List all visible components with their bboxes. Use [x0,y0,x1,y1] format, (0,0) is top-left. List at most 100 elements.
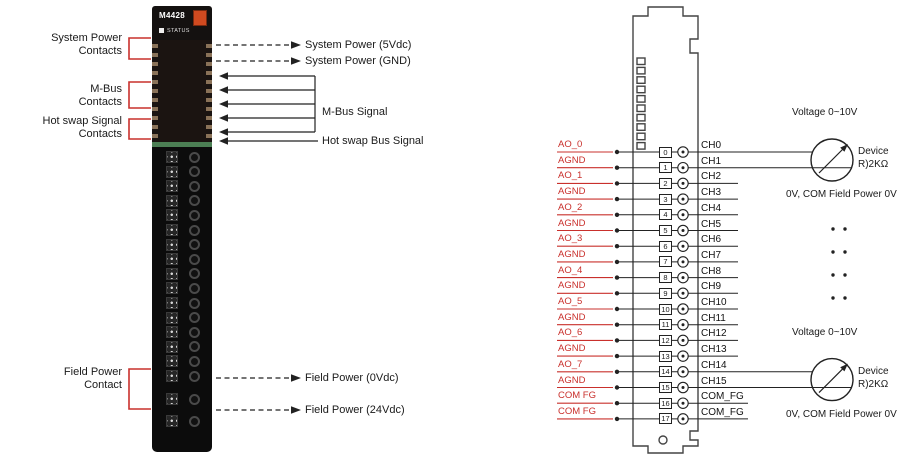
terminal-screw-center [681,197,685,201]
terminal-channel-label: CH2 [701,171,722,183]
terminal-signal-label: AO_7 [558,358,583,370]
module-io-connector [166,267,178,280]
wire-junction-dot [614,353,620,359]
module-io-ring [189,355,200,367]
callout-line: M-Bus [90,83,122,95]
terminal-screw-center [681,401,685,405]
callout-line: Contacts [78,45,122,57]
bracket-field-power-contact [128,368,151,410]
module-bus-section [152,40,212,142]
module-io-connector [166,370,178,382]
terminal-pin-number: 3 [659,193,672,205]
hotswap-signal-arrow [219,137,318,145]
terminal-signal-label: COM FG [558,405,596,417]
terminal-screw-center [681,244,685,248]
module-io-connector [166,297,178,309]
connector-bus-contact [636,113,646,122]
label-field-power-0v: Field Power (0Vdc) [305,372,399,384]
continuation-dots [831,227,847,300]
arrow-system-power-5v [216,41,301,49]
terminal-pin-number: 13 [659,350,672,362]
connector-bus-contact [636,123,646,132]
device-symbol-2 [810,357,854,402]
wire-junction-dot [614,275,620,280]
device2-voltage-label: Voltage 0~10V [792,327,858,338]
module-model-label: M4428 [159,11,185,20]
arrow-field-power-24v [216,406,301,414]
module-io-ring [189,415,200,427]
terminal-channel-label: CH5 [701,218,722,230]
callout-line: Contacts [78,96,122,108]
label-hotswap-signal: Hot swap Bus Signal [322,135,424,147]
wire-junction-dot [614,181,620,186]
module-io-ring [189,370,200,382]
terminal-pin-number: 14 [659,366,672,378]
terminal-signal-label: AGND [558,217,586,229]
terminal-signal-label: AO_6 [558,327,583,339]
terminal-screw-center [681,166,685,170]
module-io-ring [189,268,200,280]
connector-bus-contact [636,141,646,150]
module-io-connector [166,311,178,324]
module-bus-contacts-left [152,44,158,138]
terminal-signal-label: AO_0 [558,139,583,150]
connector-bus-contact [636,132,646,141]
connector-bus-contact [636,57,646,66]
device1-impedance-label: R)2KΩ [858,159,889,170]
connector-bus-contact [636,85,646,94]
device2-impedance-label: R)2KΩ [858,379,889,390]
terminal-screw-center [681,338,685,342]
terminal-screw-center [681,370,685,374]
callout-line: Contact [84,379,122,391]
wire-junction-dot [614,165,620,170]
terminal-screw-center [681,291,685,295]
wire-junction-dot [614,259,620,265]
wire-junction-dot [614,385,620,390]
terminal-channel-label: CH14 [701,359,727,371]
terminal-signal-label: AO_2 [558,201,583,213]
terminal-pin-number: 8 [659,272,672,284]
device1-power-label: 0V, COM Field Power 0V [786,189,897,200]
callout-line: System Power [51,32,122,44]
terminal-pin-number: 4 [659,209,672,221]
terminal-channel-label: CH0 [701,140,722,151]
connector-bus-contact [636,66,646,75]
terminal-screw-center [681,213,685,217]
terminal-pin-number: 12 [659,334,672,346]
module-io-connector [166,340,178,353]
callout-mbus-contacts: M-Bus Contacts [8,83,122,109]
module-io-ring [189,326,200,338]
device1-voltage-label: Voltage 0~10V [792,107,858,118]
terminal-pin-number: 16 [659,397,672,409]
module-io-connector [166,194,178,207]
label-mbus-signal: M-Bus Signal [322,106,388,118]
wire-junction-dot [614,416,620,422]
terminal-screw-center [681,417,685,421]
terminal-pin-number: 6 [659,240,672,252]
device1-name-label: Device [858,146,889,157]
wire-junction-dot [614,401,620,406]
label-system-power-gnd: System Power (GND) [305,55,411,67]
module-io-connector [166,165,178,178]
terminal-signal-label: AO_5 [558,296,583,307]
label-field-power-24v: Field Power (24Vdc) [305,404,405,416]
module-io-section [152,147,212,452]
module-io-ring [189,166,200,178]
module-io-connector [166,326,178,339]
terminal-pin-number: 17 [659,413,672,425]
terminal-pin-number: 0 [659,146,672,158]
terminal-pin-number: 10 [659,303,672,315]
terminal-channel-label: CH9 [701,281,722,293]
module-io-connector [166,151,178,163]
terminal-pin-number: 5 [659,225,672,236]
io-module: M4428 STATUS [150,4,214,452]
terminal-channel-label: CH3 [701,187,722,199]
terminal-signal-label: AGND [558,186,586,198]
module-io-connector [166,355,178,368]
terminal-channel-label: COM_FG [701,391,744,403]
terminal-channel-label: CH8 [701,265,722,277]
module-io-ring [189,224,200,236]
terminal-signal-label: AGND [558,311,586,323]
module-io-ring [189,312,200,324]
